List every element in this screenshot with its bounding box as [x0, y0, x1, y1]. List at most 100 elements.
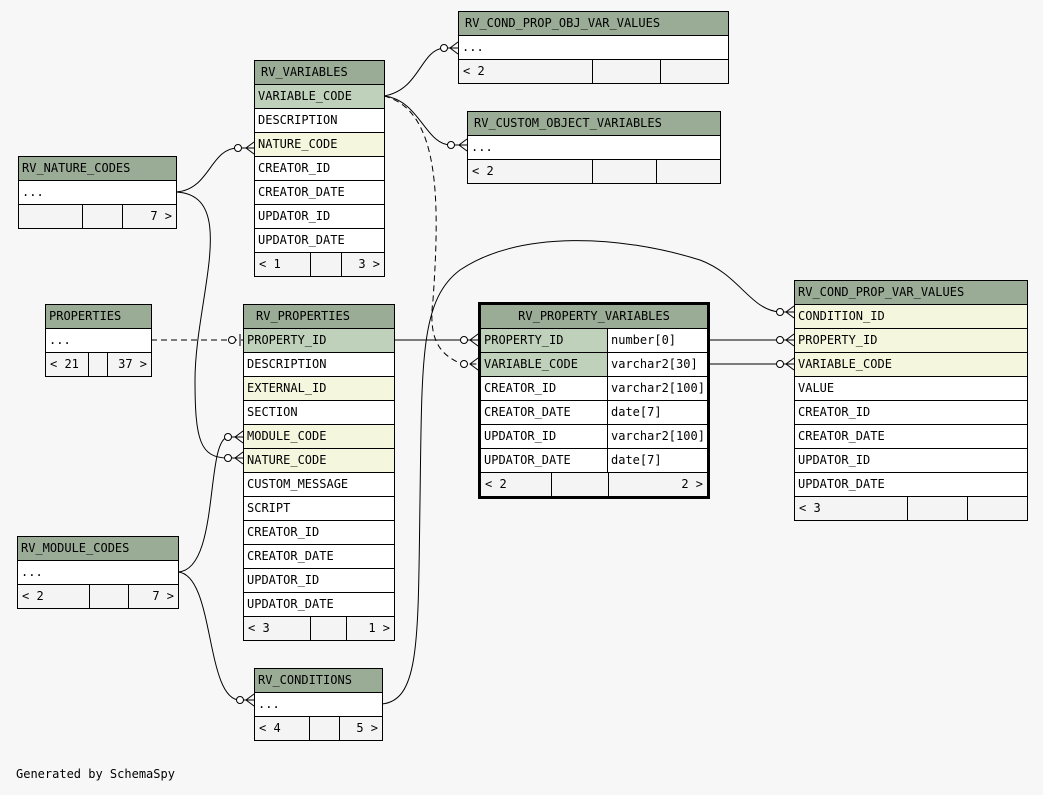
parents-count[interactable]: < 2	[472, 164, 494, 178]
column-row[interactable]: UPDATOR_ID	[244, 569, 394, 593]
column-row[interactable]: CREATOR_DATE	[795, 425, 1027, 449]
link-nature-codes-to-properties	[175, 191, 243, 459]
children-count[interactable]: 2 >	[608, 473, 707, 496]
children-count[interactable]: 5 >	[339, 717, 382, 740]
parents-count[interactable]: < 2	[463, 64, 485, 78]
table-rv-conditions[interactable]: RV_CONDITIONS ... < 4 5 >	[254, 668, 383, 741]
column-row[interactable]: VALUE	[795, 377, 1027, 401]
table-rv-cond-prop-obj-var-values[interactable]: RV_COND_PROP_OBJ_VAR_VALUES ... < 2	[458, 11, 729, 84]
column-name: CREATOR_DATE	[798, 429, 885, 443]
column-row[interactable]: VARIABLE_CODE	[255, 85, 384, 109]
table-header[interactable]: RV_CONDITIONS	[255, 669, 382, 693]
column-row[interactable]: UPDATOR_ID	[795, 449, 1027, 473]
column-name: EXTERNAL_ID	[247, 381, 327, 395]
table-header[interactable]: RV_PROPERTY_VARIABLES	[481, 305, 707, 329]
column-name: UPDATOR_DATE	[798, 477, 885, 491]
parents-count[interactable]: < 3	[799, 501, 821, 515]
column-row[interactable]: DESCRIPTION	[255, 109, 384, 133]
table-rv-module-codes[interactable]: RV_MODULE_CODES ... < 2 7 >	[17, 536, 179, 609]
table-properties[interactable]: PROPERTIES ... < 21 37 >	[45, 304, 152, 377]
table-header[interactable]: RV_CUSTOM_OBJECT_VARIABLES	[468, 112, 720, 136]
table-header[interactable]: PROPERTIES	[46, 305, 151, 329]
children-count[interactable]: 7 >	[122, 205, 176, 228]
children-count[interactable]	[967, 497, 1027, 520]
parents-count[interactable]: < 4	[259, 721, 281, 735]
column-name: UPDATOR_ID	[484, 429, 557, 443]
table-rv-cond-prop-var-values[interactable]: RV_COND_PROP_VAR_VALUES CONDITION_ID PRO…	[794, 280, 1028, 521]
table-header[interactable]: RV_NATURE_CODES	[19, 157, 176, 181]
column-name: UPDATOR_DATE	[484, 453, 571, 467]
column-row[interactable]: UPDATOR_DATE	[795, 473, 1027, 497]
column-row[interactable]: SCRIPT	[244, 497, 394, 521]
column-row[interactable]: DESCRIPTION	[244, 353, 394, 377]
column-row[interactable]: UPDATOR_DATE date[7]	[481, 449, 707, 473]
column-name: UPDATOR_ID	[258, 209, 331, 223]
column-row[interactable]: NATURE_CODE	[255, 133, 384, 157]
table-header[interactable]: RV_MODULE_CODES	[18, 537, 178, 561]
table-rv-property-variables[interactable]: RV_PROPERTY_VARIABLES PROPERTY_ID number…	[478, 302, 710, 499]
column-type: varchar2[100]	[607, 425, 707, 448]
column-row[interactable]: SECTION	[244, 401, 394, 425]
column-name: CONDITION_ID	[798, 309, 885, 323]
column-row[interactable]: UPDATOR_ID varchar2[100]	[481, 425, 707, 449]
children-count[interactable]	[660, 60, 728, 83]
table-footer: < 3 1 >	[244, 617, 394, 640]
children-count[interactable]: 7 >	[128, 585, 178, 608]
collapsed-columns: ...	[18, 561, 178, 585]
table-header[interactable]: RV_VARIABLES	[255, 61, 384, 85]
table-header[interactable]: RV_COND_PROP_OBJ_VAR_VALUES	[459, 12, 728, 36]
footer-spacer	[551, 473, 608, 496]
column-row[interactable]: CONDITION_ID	[795, 305, 1027, 329]
table-header[interactable]: RV_COND_PROP_VAR_VALUES	[795, 281, 1027, 305]
column-name: UPDATOR_ID	[798, 453, 871, 467]
column-row[interactable]: CREATOR_DATE date[7]	[481, 401, 707, 425]
table-rv-custom-object-variables[interactable]: RV_CUSTOM_OBJECT_VARIABLES ... < 2	[467, 111, 721, 184]
column-row[interactable]: CREATOR_DATE	[255, 181, 384, 205]
table-rv-variables[interactable]: RV_VARIABLES VARIABLE_CODE DESCRIPTION N…	[254, 60, 385, 277]
children-count[interactable]: 1 >	[346, 617, 394, 640]
column-row[interactable]: CUSTOM_MESSAGE	[244, 473, 394, 497]
children-count[interactable]: 37 >	[107, 353, 151, 376]
column-row[interactable]: PROPERTY_ID	[244, 329, 394, 353]
column-name: PROPERTY_ID	[798, 333, 878, 347]
column-row[interactable]: VARIABLE_CODE	[795, 353, 1027, 377]
table-rv-nature-codes[interactable]: RV_NATURE_CODES ... 7 >	[18, 156, 177, 229]
column-name: UPDATOR_ID	[247, 573, 320, 587]
collapsed-columns: ...	[19, 181, 176, 205]
table-footer: < 2	[468, 160, 720, 183]
footer-spacer	[310, 617, 346, 640]
table-rv-properties[interactable]: RV_PROPERTIES PROPERTY_ID DESCRIPTION EX…	[243, 304, 395, 641]
children-count[interactable]: 3 >	[341, 253, 384, 276]
column-name: CREATOR_DATE	[484, 405, 571, 419]
parents-count[interactable]: < 2	[485, 477, 507, 491]
column-row[interactable]: UPDATOR_DATE	[244, 593, 394, 617]
column-name: UPDATOR_DATE	[258, 233, 345, 247]
column-row[interactable]: PROPERTY_ID	[795, 329, 1027, 353]
parents-count[interactable]	[19, 205, 82, 228]
column-name: CREATOR_DATE	[247, 549, 334, 563]
column-name: CREATOR_ID	[798, 405, 871, 419]
link-variables-to-cond-prop-obj	[383, 47, 458, 97]
column-row[interactable]: CREATOR_ID	[244, 521, 394, 545]
column-row[interactable]: CREATOR_DATE	[244, 545, 394, 569]
table-footer: < 4 5 >	[255, 717, 382, 740]
column-row[interactable]: UPDATOR_ID	[255, 205, 384, 229]
column-row[interactable]: NATURE_CODE	[244, 449, 394, 473]
table-header[interactable]: RV_PROPERTIES	[244, 305, 394, 329]
parents-count[interactable]: < 1	[259, 257, 281, 271]
parents-count[interactable]: < 2	[22, 589, 44, 603]
column-name: SCRIPT	[247, 501, 291, 515]
column-row[interactable]: CREATOR_ID	[795, 401, 1027, 425]
column-row[interactable]: EXTERNAL_ID	[244, 377, 394, 401]
column-row[interactable]: PROPERTY_ID number[0]	[481, 329, 707, 353]
column-row[interactable]: CREATOR_ID varchar2[100]	[481, 377, 707, 401]
children-count[interactable]	[656, 160, 720, 183]
parents-count[interactable]: < 21	[50, 357, 79, 371]
footer-spacer	[907, 497, 967, 520]
column-type: date[7]	[607, 449, 707, 472]
parents-count[interactable]: < 3	[248, 621, 270, 635]
column-row[interactable]: CREATOR_ID	[255, 157, 384, 181]
column-row[interactable]: VARIABLE_CODE varchar2[30]	[481, 353, 707, 377]
column-row[interactable]: MODULE_CODE	[244, 425, 394, 449]
column-row[interactable]: UPDATOR_DATE	[255, 229, 384, 253]
